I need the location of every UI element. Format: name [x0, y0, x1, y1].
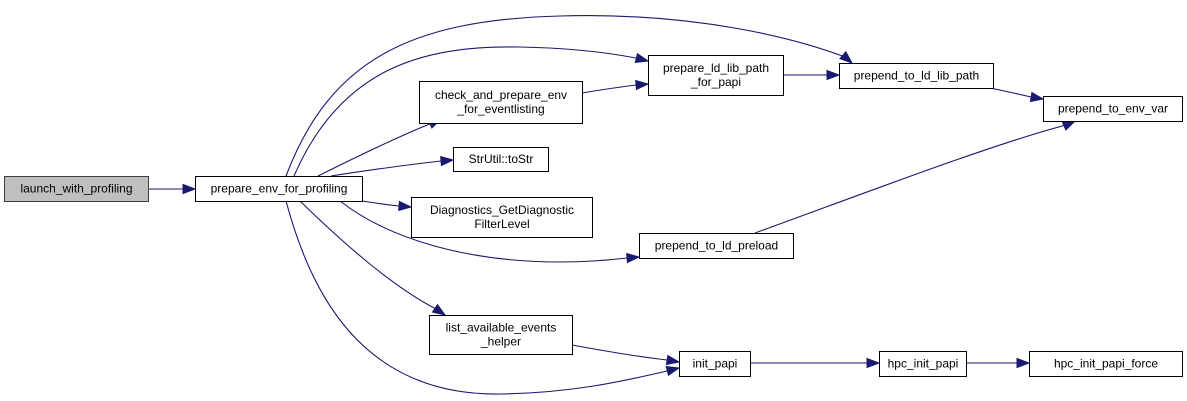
- node-box[interactable]: [419, 81, 583, 124]
- edge-prepare_env_for_profiling-to-check_and_prepare_env_for_eventlisting: [317, 122, 433, 177]
- arrowhead-icon: [1016, 357, 1031, 369]
- edge-prepend_to_ld_preload-to-prepend_to_env_var: [754, 124, 1067, 234]
- arrowhead-icon: [839, 50, 854, 64]
- node-label: init_papi: [693, 357, 738, 371]
- node-label: launch_with_profiling: [20, 182, 132, 196]
- arrowhead-icon: [665, 354, 681, 366]
- node-label: check_and_prepare_env: [435, 88, 567, 102]
- node-box[interactable]: [1043, 96, 1183, 122]
- node-label: _helper: [480, 335, 521, 349]
- nodes-layer: launch_with_profiling prepare_env_for_pro…: [4, 55, 1183, 377]
- edge-prepare_env_for_profiling-to-StrUtil_toStr: [330, 160, 442, 177]
- node-init_papi[interactable]: init_papi: [679, 351, 751, 377]
- arrowhead-icon: [866, 357, 881, 369]
- node-label: prepend_to_ld_lib_path: [854, 69, 979, 83]
- node-label: hpc_init_papi: [888, 357, 959, 371]
- edges-layer: [148, 15, 1077, 395]
- edge-prepare_env_for_profiling-to-init_papi: [285, 200, 668, 395]
- node-label: _for_papi: [690, 75, 741, 89]
- node-box[interactable]: [453, 147, 549, 172]
- edge-prepare_env_for_profiling-to-prepend_to_ld_preload: [339, 200, 628, 263]
- arrowhead-icon: [398, 200, 413, 212]
- arrowhead-icon: [431, 303, 447, 316]
- edge-prepare_env_for_profiling-to-prepare_ld_lib_path_for_papi: [293, 46, 637, 177]
- arrowhead-icon: [182, 183, 197, 195]
- node-label: prepend_to_ld_preload: [655, 239, 778, 253]
- node-StrUtil_toStr[interactable]: StrUtil::toStr: [453, 147, 549, 172]
- node-box[interactable]: [879, 351, 967, 377]
- edge-prepend_to_ld_lib_path-to-prepend_to_env_var: [989, 87, 1032, 98]
- node-prepend_to_ld_lib_path[interactable]: prepend_to_ld_lib_path: [839, 63, 994, 89]
- node-label: prepare_ld_lib_path: [663, 61, 769, 75]
- arrowhead-icon: [440, 155, 455, 167]
- node-box[interactable]: [411, 197, 593, 238]
- arrowhead-icon: [626, 252, 641, 264]
- arrowhead-icon: [826, 69, 841, 81]
- node-label: prepend_to_env_var: [1058, 102, 1168, 116]
- node-prepend_to_ld_preload[interactable]: prepend_to_ld_preload: [639, 233, 794, 259]
- edge-list_available_events_helper-to-init_papi: [571, 344, 668, 361]
- node-box[interactable]: [679, 351, 751, 377]
- node-box[interactable]: [429, 315, 573, 355]
- node-box[interactable]: [648, 55, 784, 96]
- node-label: hpc_init_papi_force: [1054, 357, 1158, 371]
- arrowhead-icon: [1029, 91, 1045, 103]
- arrowhead-icon: [665, 365, 681, 377]
- node-prepare_ld_lib_path_for_papi[interactable]: prepare_ld_lib_path_for_papi: [648, 55, 784, 96]
- node-prepend_to_env_var[interactable]: prepend_to_env_var: [1043, 96, 1183, 122]
- node-box[interactable]: [195, 176, 363, 202]
- node-label: StrUtil::toStr: [469, 152, 534, 166]
- edge-prepare_env_for_profiling-to-list_available_events_helper: [299, 200, 437, 310]
- node-label: FilterLevel: [474, 217, 529, 231]
- node-hpc_init_papi[interactable]: hpc_init_papi: [879, 351, 967, 377]
- node-box[interactable]: [839, 63, 994, 89]
- node-label: Diagnostics_GetDiagnostic: [430, 203, 574, 217]
- node-label: list_available_events: [446, 321, 557, 335]
- node-hpc_init_papi_force[interactable]: hpc_init_papi_force: [1029, 351, 1183, 377]
- edge-check_and_prepare_env_for_eventlisting-to-prepare_ld_lib_path_for_papi: [581, 84, 637, 94]
- node-check_and_prepare_env_for_eventlisting[interactable]: check_and_prepare_env_for_eventlisting: [419, 81, 583, 124]
- edge-prepare_env_for_profiling-to-Diagnostics_GetDiagnosticFilterLevel: [361, 200, 400, 207]
- node-box[interactable]: [4, 176, 149, 202]
- arrowhead-icon: [1061, 120, 1077, 131]
- node-list_available_events_helper[interactable]: list_available_events_helper: [429, 315, 573, 355]
- node-launch_with_profiling[interactable]: launch_with_profiling: [4, 176, 149, 202]
- node-label: prepare_env_for_profiling: [211, 182, 348, 196]
- node-prepare_env_for_profiling[interactable]: prepare_env_for_profiling: [195, 176, 363, 202]
- node-box[interactable]: [1029, 351, 1183, 377]
- arrowhead-icon: [634, 52, 650, 64]
- arrowhead-icon: [635, 79, 650, 91]
- node-label: _for_eventlisting: [456, 102, 544, 116]
- edge-prepare_env_for_profiling-to-prepend_to_ld_lib_path: [285, 15, 846, 177]
- node-box[interactable]: [639, 233, 794, 259]
